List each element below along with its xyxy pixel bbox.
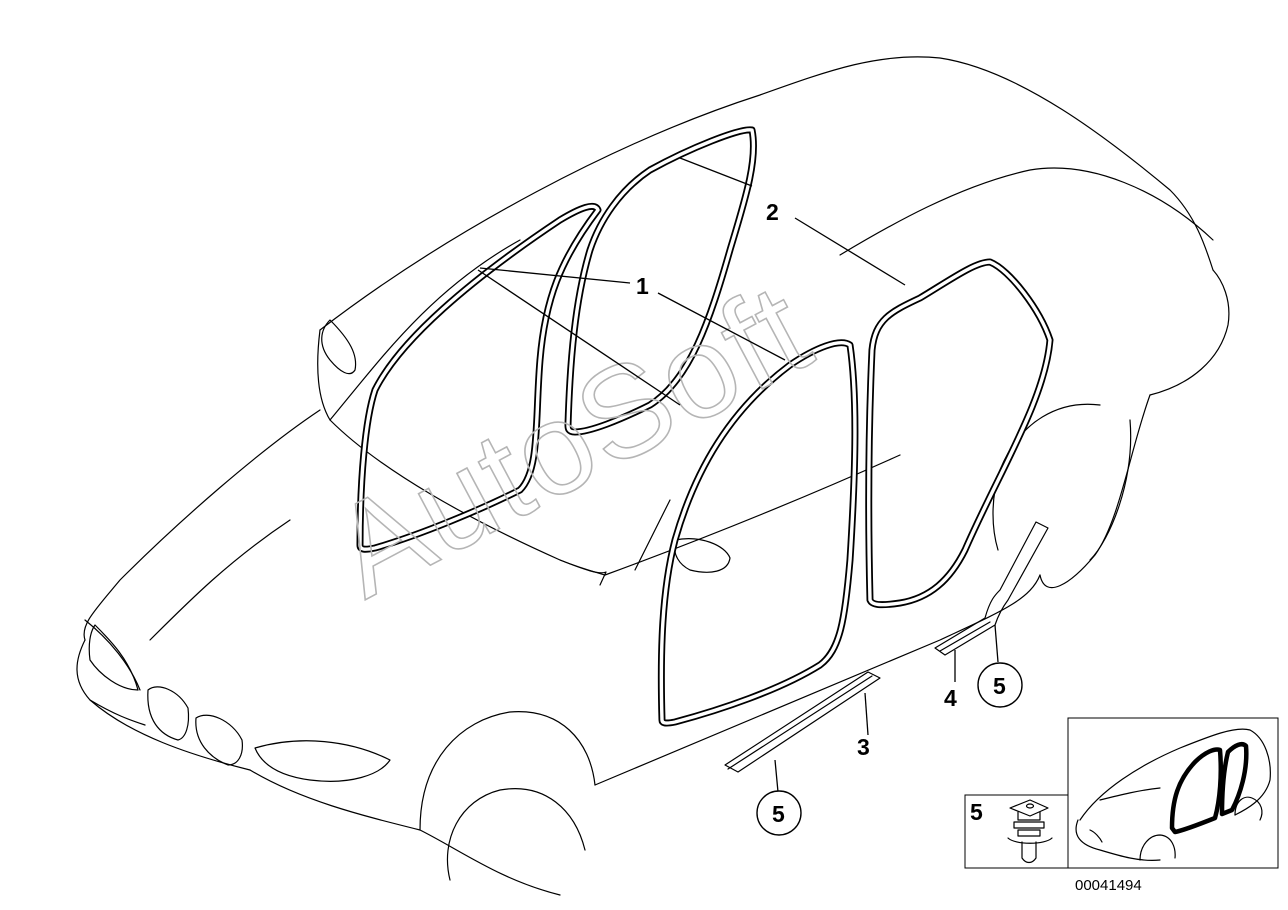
overview-car-icon (1075, 728, 1271, 861)
document-number: 00041494 (1075, 877, 1142, 894)
front-sill-strip (724, 671, 881, 773)
overview-seal-highlight (1169, 742, 1249, 835)
callout-5-inset: 5 (970, 799, 983, 825)
callout-5-rear: 5 (977, 662, 1023, 708)
clip-inset-box: 5 (964, 794, 1069, 869)
leader-lines (477, 157, 999, 793)
overview-inset-box (1067, 717, 1279, 869)
car-body-outline (76, 56, 1230, 896)
callout-5-front-label: 5 (772, 801, 785, 827)
window-frame-seal-rear-door (564, 126, 757, 436)
callout-4: 4 (944, 685, 957, 711)
watermark-text: AutoSoft (310, 254, 833, 625)
callout-5-rear-label: 5 (993, 673, 1006, 699)
door-opening-seal-rear (865, 258, 1054, 609)
callout-1: 1 (636, 273, 649, 299)
door-opening-seal-front (657, 339, 859, 727)
window-frame-seal-front (356, 202, 602, 553)
rear-sill-strip (934, 521, 1049, 656)
callout-3: 3 (857, 734, 870, 760)
callout-5-front: 5 (756, 790, 802, 836)
clip-icon (1007, 799, 1053, 864)
callout-2: 2 (766, 199, 779, 225)
